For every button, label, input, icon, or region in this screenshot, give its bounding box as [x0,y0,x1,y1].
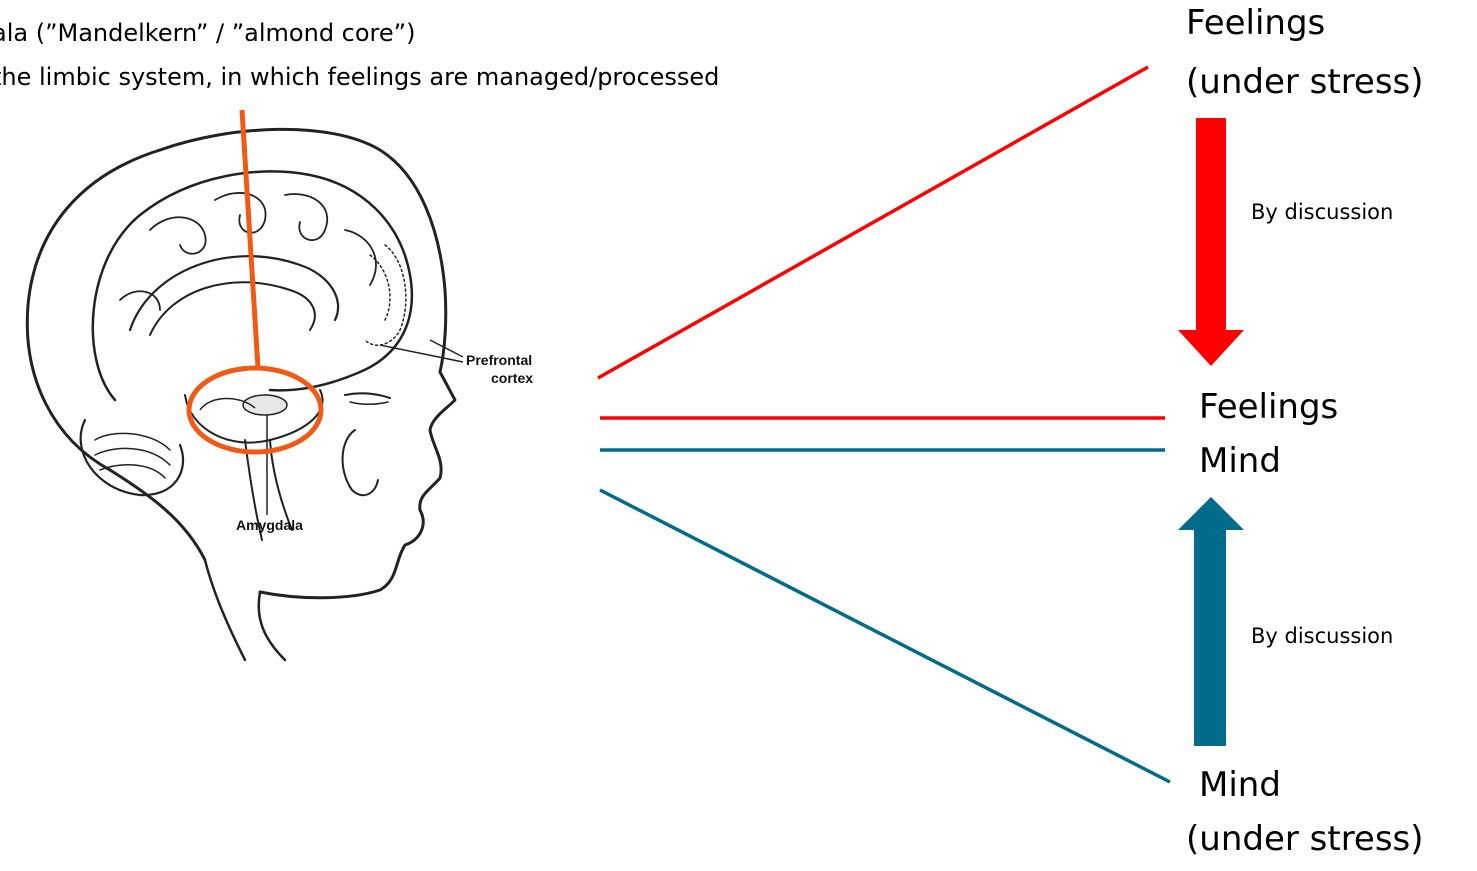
brain-head-illustration [27,129,455,660]
amygdala-pointer-line [242,110,258,368]
prefrontal-cortex-label-line2: cortex [491,370,533,386]
amygdala-label: Amygdala [236,517,303,533]
arrow-up-label: By discussion [1251,624,1393,648]
prefrontal-leader-line-2 [380,345,463,362]
line-mind-under-stress [600,490,1170,782]
feelings-balanced-label: Feelings [1199,388,1338,427]
amygdala-shape [243,395,287,415]
arrow-up-mind [1178,497,1244,746]
mind-under-stress-title: Mind [1199,766,1281,805]
prefrontal-cortex-label-line1: Prefrontal [466,352,532,368]
prefrontal-leader-line-1 [430,340,463,357]
line-feelings-under-stress [598,67,1148,378]
feelings-under-stress-subtitle: (under stress) [1186,63,1424,102]
mind-under-stress-subtitle: (under stress) [1186,820,1424,859]
feelings-under-stress-title: Feelings [1186,4,1325,43]
arrow-down-label: By discussion [1251,200,1393,224]
arrow-down-feelings [1178,118,1244,366]
mind-balanced-label: Mind [1199,442,1281,481]
